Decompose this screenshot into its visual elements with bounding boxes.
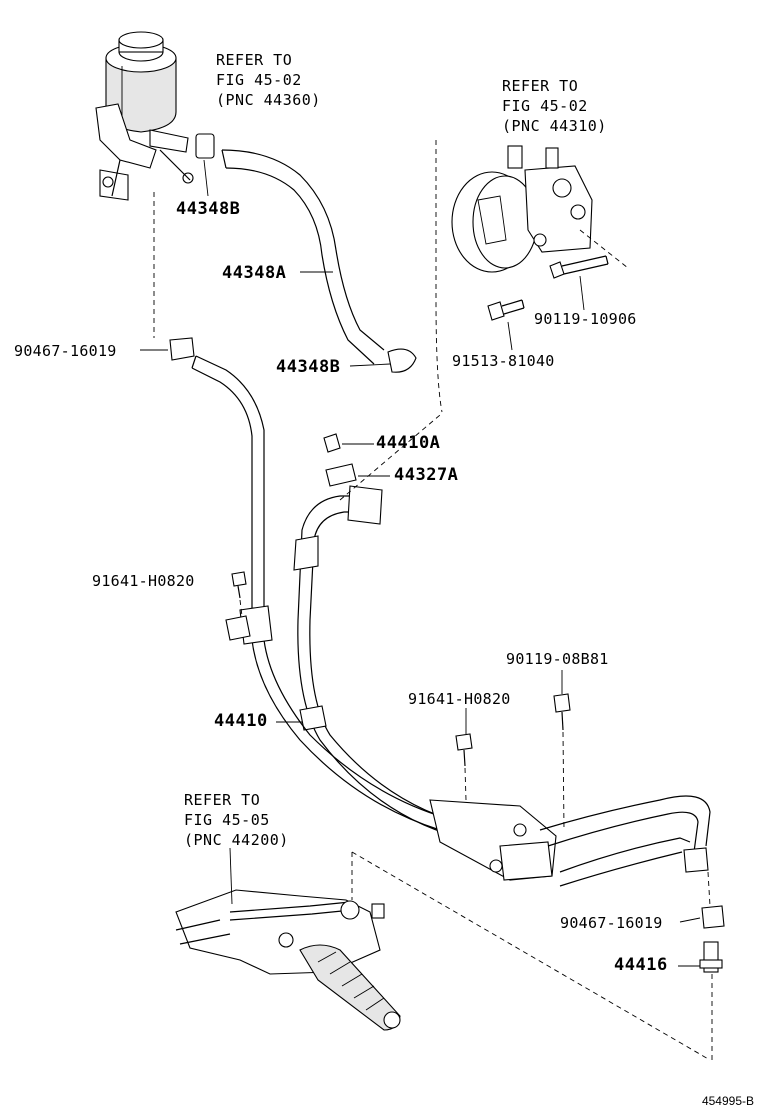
ref-line: REFER TO	[502, 77, 579, 95]
ref-line: FIG 45-02	[216, 71, 302, 89]
clamp-90467-right	[679, 905, 725, 929]
label-90467-left: 90467-16019	[14, 342, 117, 360]
label-44410a: 44410A	[376, 433, 441, 453]
return-hose-44348a	[221, 149, 385, 365]
label-44348b-top: 44348B	[176, 199, 241, 219]
label-44348a: 44348A	[222, 263, 287, 283]
label-91513-81040: 91513-81040	[452, 352, 555, 370]
bolt-90119-08b81	[553, 670, 571, 831]
clamp-44348b-bottom	[349, 348, 417, 373]
return-line	[225, 600, 521, 841]
label-90119-10906: 90119-10906	[534, 310, 637, 328]
reservoir-tank	[95, 31, 194, 201]
pressure-hose-44410	[276, 485, 475, 841]
clamp-90467-left	[140, 192, 195, 361]
bolt-90119-10906	[549, 255, 609, 311]
refer-to-gear: REFER TO FIG 45-05 (PNC 44200)	[184, 790, 289, 850]
line-manifold	[429, 795, 711, 907]
ref-line: (PNC 44360)	[216, 91, 321, 109]
bolt-44410a	[323, 433, 374, 453]
steering-gear	[175, 847, 401, 1031]
bolt-91641-mid	[455, 708, 473, 801]
ref-line: (PNC 44310)	[502, 117, 607, 135]
ref-line: FIG 45-05	[184, 811, 270, 829]
label-44416: 44416	[614, 955, 668, 975]
label-44410: 44410	[214, 711, 268, 731]
supply-hose	[191, 355, 265, 600]
ref-line: REFER TO	[184, 791, 261, 809]
ref-line: FIG 45-02	[502, 97, 588, 115]
bolt-91513-81040	[487, 299, 525, 351]
label-44348b-bottom: 44348B	[276, 357, 341, 377]
fitting-44416	[678, 941, 723, 1060]
clamp-44348b-top	[195, 133, 215, 197]
label-91641-left: 91641-H0820	[92, 572, 195, 590]
ref-line: (PNC 44200)	[184, 831, 289, 849]
clamp-44327a	[325, 463, 390, 487]
figure-id: 454995-B	[701, 1094, 754, 1108]
power-steering-pump	[435, 140, 629, 413]
ref-line: REFER TO	[216, 51, 293, 69]
label-90119-08b81: 90119-08B81	[506, 650, 609, 668]
refer-to-reservoir: REFER TO FIG 45-02 (PNC 44360)	[216, 50, 321, 110]
label-90467-right: 90467-16019	[560, 914, 663, 932]
label-91641-mid: 91641-H0820	[408, 690, 511, 708]
bolt-91641-left	[231, 571, 247, 617]
reference-lines	[339, 414, 711, 1061]
refer-to-pump: REFER TO FIG 45-02 (PNC 44310)	[502, 76, 607, 136]
label-44327a: 44327A	[394, 465, 459, 485]
